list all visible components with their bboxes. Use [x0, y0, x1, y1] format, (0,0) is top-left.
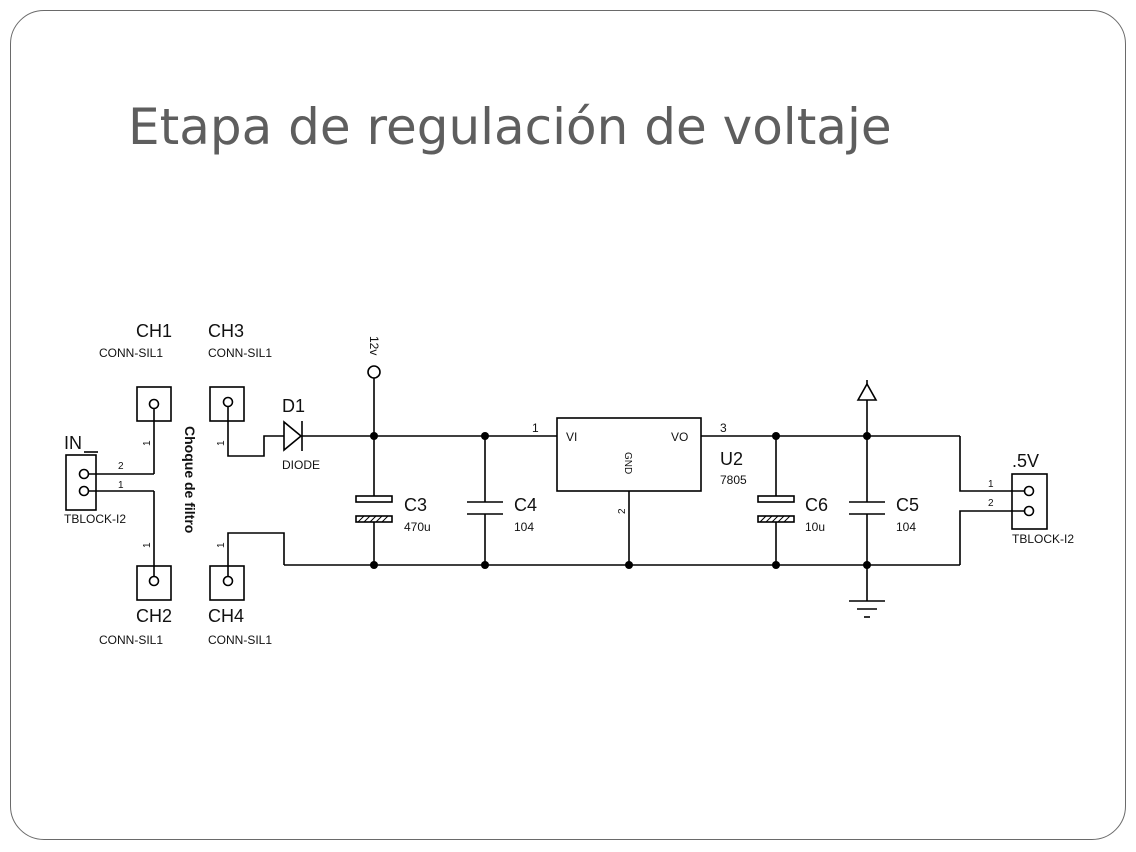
ch1-type-label: CONN-SIL1: [99, 346, 163, 360]
slide-title: Etapa de regulación de voltaje: [128, 98, 892, 156]
c5-ref-label: C5: [896, 495, 919, 515]
c6-ref-label: C6: [805, 495, 828, 515]
ch1-connector: CH1 CONN-SIL1 1: [99, 321, 172, 474]
u2-vo-pin-number: 3: [720, 421, 727, 435]
out-pin2-number: 2: [988, 498, 994, 509]
u2-regulator: VI VO GND 1 3 2 U2 7805: [532, 417, 747, 565]
in-terminal-pin1: [78, 485, 90, 497]
power-symbol: [856, 380, 878, 436]
c6-capacitor: C6 10u: [757, 436, 828, 565]
in-pin1-number: 1: [118, 480, 124, 491]
c4-capacitor: C4 104: [467, 436, 537, 565]
ch4-pin-number: 1: [216, 542, 227, 548]
c5-value-label: 104: [896, 520, 916, 534]
v12-label: 12v: [367, 336, 381, 355]
ch1-pin-number: 1: [142, 440, 153, 446]
out-type-label: TBLOCK-I2: [1012, 532, 1074, 546]
c3-capacitor: C3 470u: [355, 436, 431, 565]
ch2-ref-label: CH2: [136, 606, 172, 626]
ch1-ref-label: CH1: [136, 321, 172, 341]
v12-test-point: 12v: [367, 336, 381, 436]
ch3-pin-number: 1: [216, 440, 227, 446]
u2-ref-label: U2: [720, 449, 743, 469]
d1-ref-label: D1: [282, 396, 305, 416]
c3-ref-label: C3: [404, 495, 427, 515]
ch4-type-label: CONN-SIL1: [208, 633, 272, 647]
ch2-type-label: CONN-SIL1: [99, 633, 163, 647]
c4-value-label: 104: [514, 520, 534, 534]
c6-value-label: 10u: [805, 520, 825, 534]
ch4-ref-label: CH4: [208, 606, 244, 626]
ch3-connector: CH3 CONN-SIL1 1: [208, 321, 284, 457]
ch3-type-label: CONN-SIL1: [208, 346, 272, 360]
choke-label: Choque de filtro: [182, 426, 198, 533]
u2-vo-pin-label: VO: [671, 430, 688, 444]
d1-type-label: DIODE: [282, 458, 320, 472]
c3-value-label: 470u: [404, 520, 431, 534]
ch2-pin-number: 1: [142, 542, 153, 548]
out-terminal-block: 1 2 .5V TBLOCK-I2: [959, 436, 1074, 565]
in-terminal-block: IN TBLOCK-I2 2 1: [64, 433, 154, 526]
slide-frame: [10, 10, 1126, 840]
u2-value-label: 7805: [720, 473, 747, 487]
in-type-label: TBLOCK-I2: [64, 512, 126, 526]
u2-vi-pin-number: 1: [532, 421, 539, 435]
out-ref-label: .5V: [1012, 451, 1039, 471]
junction-dots: [370, 432, 871, 569]
u2-vi-pin-label: VI: [566, 430, 577, 444]
in-ref-label: IN: [64, 433, 82, 453]
in-pin2-number: 2: [118, 461, 124, 472]
ground-symbol: [849, 565, 885, 618]
in-terminal-pin2: [78, 468, 90, 480]
ch3-ref-label: CH3: [208, 321, 244, 341]
d1-diode: D1 DIODE: [282, 396, 320, 472]
u2-gnd-pin-number: 2: [617, 508, 628, 514]
c5-capacitor: C5 104: [849, 436, 919, 565]
out-pin1-number: 1: [988, 479, 994, 490]
u2-gnd-pin-label: GND: [622, 452, 633, 474]
c4-ref-label: C4: [514, 495, 537, 515]
ch4-connector: 1 CH4 CONN-SIL1: [208, 532, 285, 647]
in-terminal-body: [65, 454, 97, 511]
ch2-connector: 1 CH2 CONN-SIL1: [99, 491, 172, 647]
